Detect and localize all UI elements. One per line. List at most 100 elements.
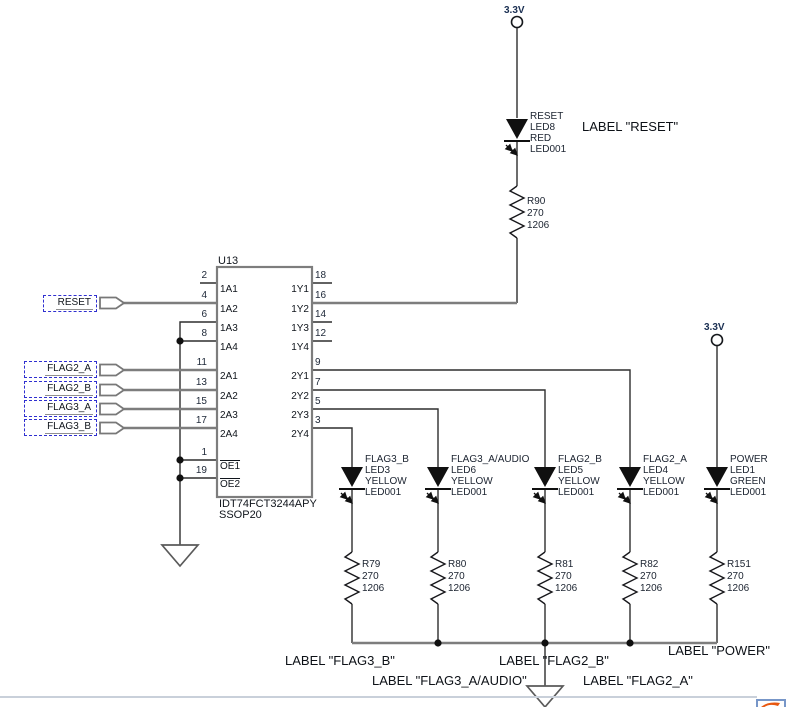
pin-name: 1A3: [220, 323, 238, 334]
led-part-label: LED001: [558, 487, 595, 498]
wire: [312, 408, 439, 467]
pin-name: 2A4: [220, 429, 238, 440]
pin-name: 1A1: [220, 284, 238, 295]
net-port-flag3-b[interactable]: FLAG3_B: [24, 419, 97, 436]
net-port-label: FLAG3_A: [45, 402, 93, 415]
pin-number: 12: [315, 328, 327, 339]
pin-name: OE2: [220, 479, 241, 490]
net-port-symbol: [99, 296, 125, 310]
net-port-label: FLAG2_B: [45, 383, 93, 396]
resistor-package-label: 1206: [640, 583, 663, 594]
junction-dot: [176, 337, 184, 345]
pin-name: 1A2: [220, 304, 238, 315]
net-label-annotation: LABEL "FLAG3_B": [285, 653, 395, 668]
power-rail-label: 3.3V: [704, 322, 725, 333]
led-net-label: FLAG3_B: [365, 454, 409, 465]
pin-number: 2: [201, 270, 207, 281]
resistor-value-label: 270: [555, 571, 572, 582]
pin-number: 5: [315, 396, 321, 407]
led-ref-label: LED5: [558, 465, 584, 476]
pin-name: 1A4: [220, 342, 238, 353]
power-rail-symbol: [710, 333, 724, 347]
net-port-label: FLAG3_B: [45, 421, 93, 434]
junction-dot: [541, 639, 549, 647]
pin-name: 2A2: [220, 391, 238, 402]
window-bottom-border: [0, 696, 757, 698]
net-port-label: RESET: [55, 297, 93, 310]
resistor-symbol: [430, 551, 446, 605]
net-label-annotation: LABEL "POWER": [668, 643, 770, 658]
ic-part-number: IDT74FCT3244APY: [219, 498, 317, 510]
pin-number: 18: [315, 270, 327, 281]
junction-dot: [626, 639, 634, 647]
resistor-package-label: 1206: [448, 583, 471, 594]
viewer-app-icon[interactable]: [756, 699, 786, 707]
pin-name: 2Y3: [291, 410, 309, 421]
resistor-value-label: 270: [727, 571, 744, 582]
led-net-label: FLAG3_A/AUDIO: [451, 454, 530, 465]
led-ref-label: LED3: [365, 465, 391, 476]
led-part-label: LED001: [643, 487, 680, 498]
led-part-label: LED001: [365, 487, 402, 498]
net-port-label: FLAG2_A: [45, 363, 93, 376]
pin-name: 1Y1: [291, 284, 309, 295]
wire: [312, 369, 631, 467]
wire: [179, 321, 217, 545]
power-rail-label: 3.3V: [504, 5, 525, 16]
pin-number: 17: [195, 415, 207, 426]
resistor-symbol: [344, 551, 360, 605]
resistor-value-label: 270: [527, 208, 544, 219]
pin-number: 13: [195, 377, 207, 388]
net-port-symbol: [99, 402, 125, 416]
net-port-symbol: [99, 383, 125, 397]
net-port-flag2-b[interactable]: FLAG2_B: [24, 381, 97, 398]
pin-number: 14: [315, 309, 327, 320]
ic-package: SSOP20: [219, 509, 262, 521]
pin-name: 1Y3: [291, 323, 309, 334]
led-color-label: YELLOW: [643, 476, 685, 487]
resistor-value-label: 270: [640, 571, 657, 582]
pin-name: 2A1: [220, 371, 238, 382]
pin-number: 3: [315, 415, 321, 426]
wires-thin: [179, 28, 718, 686]
resistor-symbol: [509, 185, 525, 239]
net-label-annotation: LABEL "FLAG2_A": [583, 673, 693, 688]
pin-number: 1: [201, 447, 207, 458]
resistor-ref-label: R151: [727, 559, 751, 570]
net-port-symbol: [99, 363, 125, 377]
ic-body: [215, 265, 314, 499]
resistor-package-label: 1206: [555, 583, 578, 594]
pin-name: 2Y2: [291, 391, 309, 402]
resistor-value-label: 270: [362, 571, 379, 582]
led-ref-label: LED6: [451, 465, 477, 476]
led-net-label: RESET: [530, 111, 564, 122]
resistor-ref-label: R90: [527, 196, 546, 207]
pin-name: 1Y2: [291, 304, 309, 315]
led-part-label: LED001: [530, 144, 567, 155]
pin-number: 4: [201, 290, 207, 301]
led-net-label: FLAG2_A: [643, 454, 687, 465]
net-port-flag3-a[interactable]: FLAG3_A: [24, 400, 97, 417]
pin-name: 1Y4: [291, 342, 309, 353]
junction-dot: [176, 456, 184, 464]
net-label-annotation: LABEL "FLAG2_B": [499, 653, 609, 668]
led-color-label: YELLOW: [365, 476, 407, 487]
led-part-label: LED001: [451, 487, 488, 498]
pin-number: 11: [196, 357, 207, 368]
led-color-label: RED: [530, 133, 552, 144]
net-port-reset[interactable]: RESET: [43, 295, 97, 312]
junction-dots: [176, 337, 634, 647]
led-ref-label: LED8: [530, 122, 556, 133]
led-ref-label: LED4: [643, 465, 669, 476]
resistor-ref-label: R81: [555, 559, 574, 570]
viewer-app-icon-glyph: [761, 702, 780, 707]
pin-name: OE1: [220, 461, 241, 472]
net-port-flag2-a[interactable]: FLAG2_A: [24, 361, 97, 378]
junction-dot: [434, 639, 442, 647]
resistor-package-label: 1206: [527, 220, 550, 231]
ground-symbol: [161, 544, 199, 567]
net-label-annotation: LABEL "FLAG3_A/AUDIO": [372, 673, 527, 688]
ic-refdes: U13: [218, 255, 239, 267]
